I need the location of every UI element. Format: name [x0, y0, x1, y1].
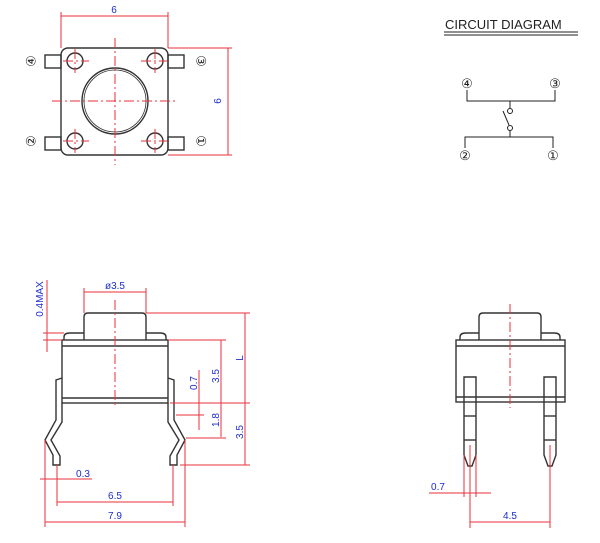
side-dimension-lines	[40, 280, 250, 527]
body-height-label: 3.5	[211, 369, 222, 383]
front-dimension-lines	[429, 445, 551, 528]
pitch-label: 4.5	[503, 511, 517, 522]
standoff-label: 0.7	[189, 376, 200, 390]
top-height-label: 6	[213, 98, 224, 104]
total-height-label: L	[235, 355, 246, 361]
centerlines	[52, 38, 178, 165]
cap-height-label: 0.4MAX	[35, 281, 46, 317]
circuit-pin-1: ①	[547, 148, 559, 163]
pin-4-label: ④	[23, 55, 38, 67]
pin-3-label: ③	[194, 55, 209, 67]
circuit-pin-3: ③	[549, 76, 561, 91]
cap-diameter-label: ø3.5	[105, 281, 125, 292]
circuit-pin-2: ②	[459, 148, 471, 163]
circuit-diagram: CIRCUIT DIAGRAM ④ ③ ② ①	[444, 17, 578, 163]
circuit-title: CIRCUIT DIAGRAM	[445, 17, 562, 32]
overall-width-label: 7.9	[108, 511, 122, 522]
pin-1-label: ①	[194, 135, 209, 147]
top-view: 6 6 ④ ③ ② ①	[23, 5, 232, 165]
circuit-pin-4: ④	[461, 76, 473, 91]
pin-2-label: ②	[23, 135, 38, 147]
lead-thickness-label: 0.3	[76, 469, 90, 480]
lead-width-label: 0.7	[431, 482, 445, 493]
side-view: ø3.5 0.4MAX L 3.5 0.7 1.8 3.5 0.3 6.5 7.…	[35, 280, 250, 527]
inner-pitch-label: 6.5	[108, 491, 122, 502]
dimension-lines	[60, 12, 232, 156]
side-leads	[44, 377, 186, 466]
pin-tabs	[44, 54, 185, 151]
top-width-label: 6	[111, 5, 117, 16]
lead-bend-label: 1.8	[211, 413, 222, 427]
front-view: 0.7 4.5	[429, 304, 566, 528]
lead-length-label: 3.5	[235, 425, 246, 439]
switch-symbol	[464, 90, 556, 148]
